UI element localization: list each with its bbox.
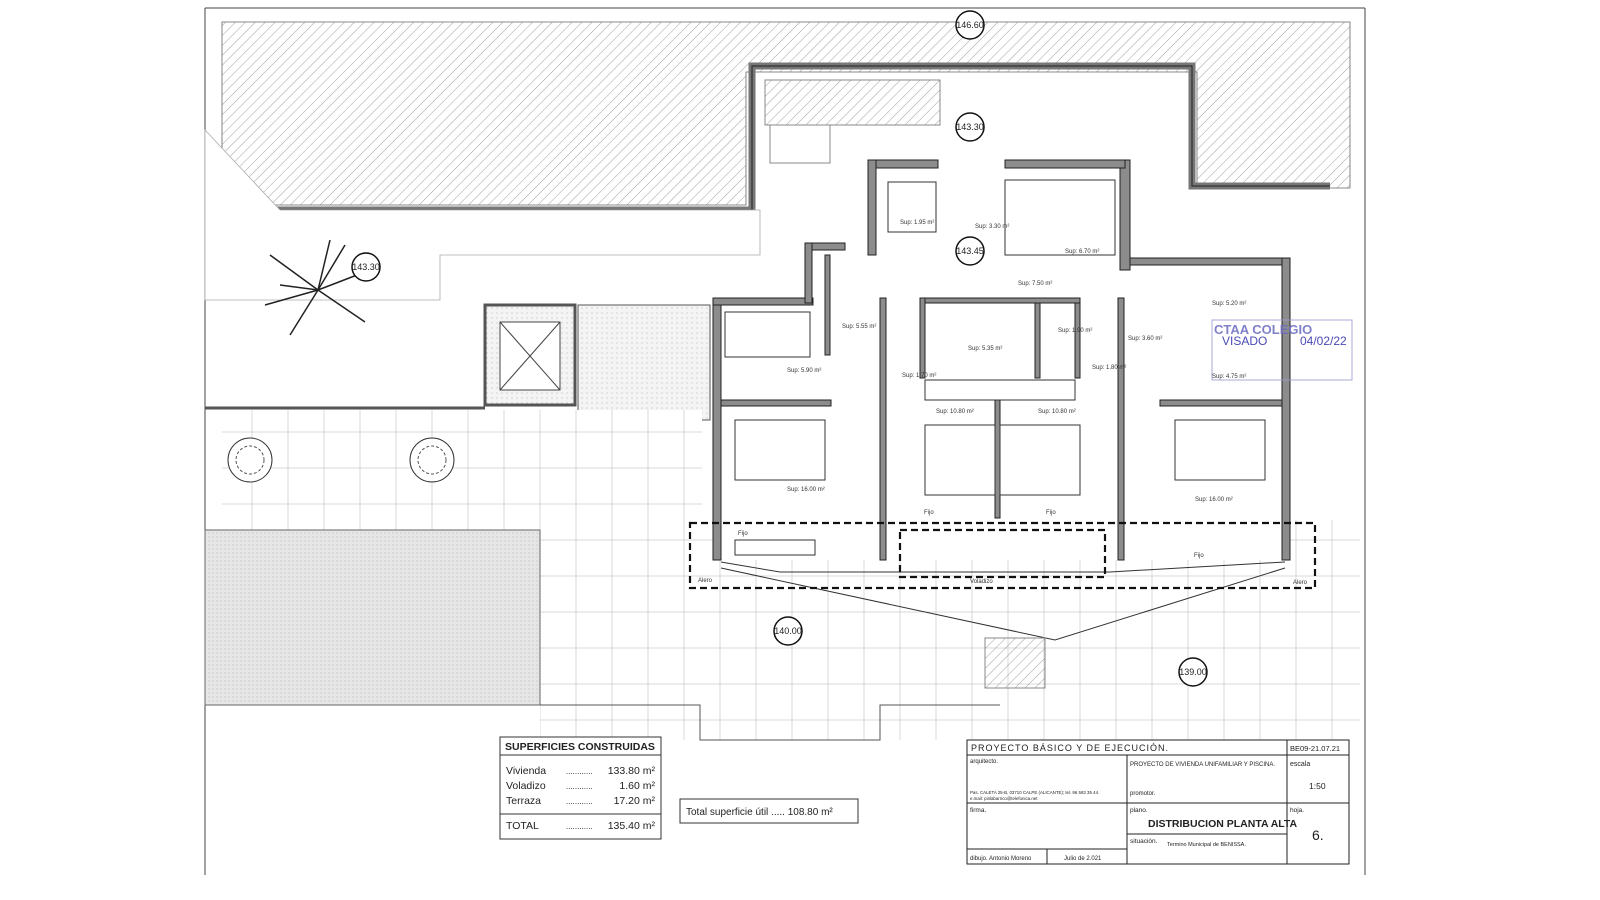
svg-text:6.: 6. (1312, 827, 1324, 843)
svg-text:plano.: plano. (1130, 807, 1148, 814)
room-area: Sup: 6.70 m² (1065, 249, 1099, 255)
room-area: Sup: 5.35 m² (968, 346, 1002, 352)
room-area: Sup: 3.30 m² (975, 224, 1009, 230)
room-area: Sup: 1.70 m² (902, 373, 936, 379)
svg-text:firma.: firma. (970, 807, 986, 814)
svg-text:promotor.: promotor. (1130, 791, 1156, 797)
building-walls (712, 159, 1291, 641)
lower-stair (984, 637, 1046, 689)
level-marker: 139.00 (1178, 657, 1208, 687)
shrub-icon (409, 437, 455, 483)
visado-stamp: CTAA COLEGIO VISADO 04/02/22 (1211, 319, 1353, 381)
room-area: Sup: 10.80 m² (1038, 409, 1076, 415)
svg-text:e.mail: pinlabarrico@telefonic: e.mail: pinlabarrico@telefonica.net (970, 796, 1038, 801)
svg-text:SUPERFICIES CONSTRUIDAS: SUPERFICIES CONSTRUIDAS (505, 741, 655, 753)
voladizo-outline (898, 528, 1107, 579)
svg-text:Fijo: Fijo (924, 510, 934, 516)
svg-text:Fijo: Fijo (1046, 510, 1056, 516)
svg-text:............: ............ (566, 822, 593, 831)
level-marker: 146.60 (955, 10, 985, 40)
tiled-terrace (222, 410, 702, 530)
svg-text:Termino Municipal de BENISSA.: Termino Municipal de BENISSA. (1167, 842, 1246, 848)
title-block (966, 739, 1350, 865)
room-area: Sup: 1.95 m² (900, 220, 934, 226)
room-area: Sup: 3.60 m² (1128, 336, 1162, 342)
svg-text:PROYECTO BÁSICO Y DE EJECUCIÓN: PROYECTO BÁSICO Y DE EJECUCIÓN. (971, 743, 1169, 753)
svg-text:04/02/22: 04/02/22 (1300, 334, 1347, 348)
svg-text:143.45: 143.45 (956, 246, 984, 256)
svg-text:1.60 m²: 1.60 m² (619, 780, 655, 792)
svg-text:143.30: 143.30 (956, 122, 984, 132)
level-marker: 143.45 (955, 236, 985, 266)
svg-text:17.20 m²: 17.20 m² (614, 795, 656, 807)
svg-text:139.00: 139.00 (1179, 667, 1207, 677)
skylight (499, 321, 561, 391)
room-labels: Sup: 1.95 m² Sup: 3.30 m² Sup: 6.70 m² S… (787, 220, 1246, 503)
svg-text:............: ............ (566, 797, 593, 806)
svg-text:Fijo: Fijo (738, 531, 748, 537)
annotations: Fijo Fijo Fijo Fijo Voladizo Alero Alero (698, 510, 1308, 586)
svg-text:escala: escala (1290, 761, 1310, 768)
svg-text:140.00: 140.00 (774, 626, 802, 636)
svg-text:TOTAL: TOTAL (506, 820, 539, 832)
svg-text:hoja.: hoja. (1290, 807, 1304, 814)
title-block-text: PROYECTO BÁSICO Y DE EJECUCIÓN. BE09-21.… (970, 743, 1340, 862)
svg-text:1:50: 1:50 (1309, 781, 1326, 791)
surfaces-table: SUPERFICIES CONSTRUIDAS Vivienda .......… (499, 736, 662, 840)
room-area: Sup: 4.75 m² (1212, 374, 1246, 380)
svg-text:146.60: 146.60 (956, 20, 984, 30)
room-area: Sup: 5.55 m² (842, 324, 876, 330)
level-marker: 140.00 (773, 616, 803, 646)
svg-text:dibujo. Antonio Moreno: dibujo. Antonio Moreno (970, 856, 1032, 862)
room-area: Sup: 7.50 m² (1018, 281, 1052, 287)
svg-text:CTAA COLEGIO: CTAA COLEGIO (1214, 322, 1312, 337)
shrub-icon (227, 437, 273, 483)
svg-text:arquitecto.: arquitecto. (970, 759, 998, 765)
upper-stair (764, 79, 941, 164)
room-area: Sup: 5.90 m² (787, 368, 821, 374)
room-area: Sup: 1.80 m² (1092, 365, 1126, 371)
room-area: Sup: 1.90 m² (1058, 328, 1092, 334)
useful-surface-box: Total superficie útil ..... 108.80 m² (679, 798, 859, 824)
svg-text:133.80 m²: 133.80 m² (608, 765, 656, 777)
swimming-pool (204, 529, 541, 706)
svg-text:............: ............ (566, 767, 593, 776)
svg-text:Alero: Alero (698, 578, 713, 584)
svg-text:BE09-21.07.21: BE09-21.07.21 (1290, 744, 1340, 753)
svg-text:VISADO: VISADO (1222, 334, 1267, 348)
svg-text:............: ............ (566, 782, 593, 791)
svg-text:143.30: 143.30 (352, 262, 380, 272)
svg-text:situación.: situación. (1130, 838, 1158, 845)
room-area: Sup: 16.00 m² (787, 487, 825, 493)
dotted-patio (577, 304, 711, 421)
svg-text:Terraza: Terraza (506, 795, 541, 807)
svg-text:Vivienda: Vivienda (506, 765, 546, 777)
room-area: Sup: 16.00 m² (1195, 497, 1233, 503)
svg-text:Alero: Alero (1293, 580, 1308, 586)
room-area: Sup: 5.20 m² (1212, 301, 1246, 307)
palm-tree-icon (264, 239, 371, 336)
svg-text:135.40 m²: 135.40 m² (608, 820, 656, 832)
svg-text:Voladizo: Voladizo (970, 579, 993, 585)
svg-text:DISTRIBUCION PLANTA ALTA: DISTRIBUCION PLANTA ALTA (1148, 818, 1298, 830)
svg-text:Julio de 2.021: Julio de 2.021 (1064, 856, 1102, 862)
svg-text:PROYECTO DE VIVIENDA UNIFAMILI: PROYECTO DE VIVIENDA UNIFAMILIAR Y PISCI… (1130, 762, 1275, 768)
svg-text:Fijo: Fijo (1194, 553, 1204, 559)
svg-text:Pas. CALETA 25-B, 03710 CALPE: Pas. CALETA 25-B, 03710 CALPE (ALICANTE)… (970, 790, 1099, 795)
garden-area (204, 128, 761, 301)
svg-text:Voladizo: Voladizo (506, 780, 546, 792)
room-area: Sup: 10.80 m² (936, 409, 974, 415)
level-marker: 143.30 (955, 112, 985, 142)
level-marker: 143.30 (351, 252, 381, 282)
terrace-outline (688, 521, 1317, 590)
lower-terrace-outline (540, 704, 1000, 741)
svg-text:Total superficie útil ..... 10: Total superficie útil ..... 108.80 m² (686, 807, 833, 818)
